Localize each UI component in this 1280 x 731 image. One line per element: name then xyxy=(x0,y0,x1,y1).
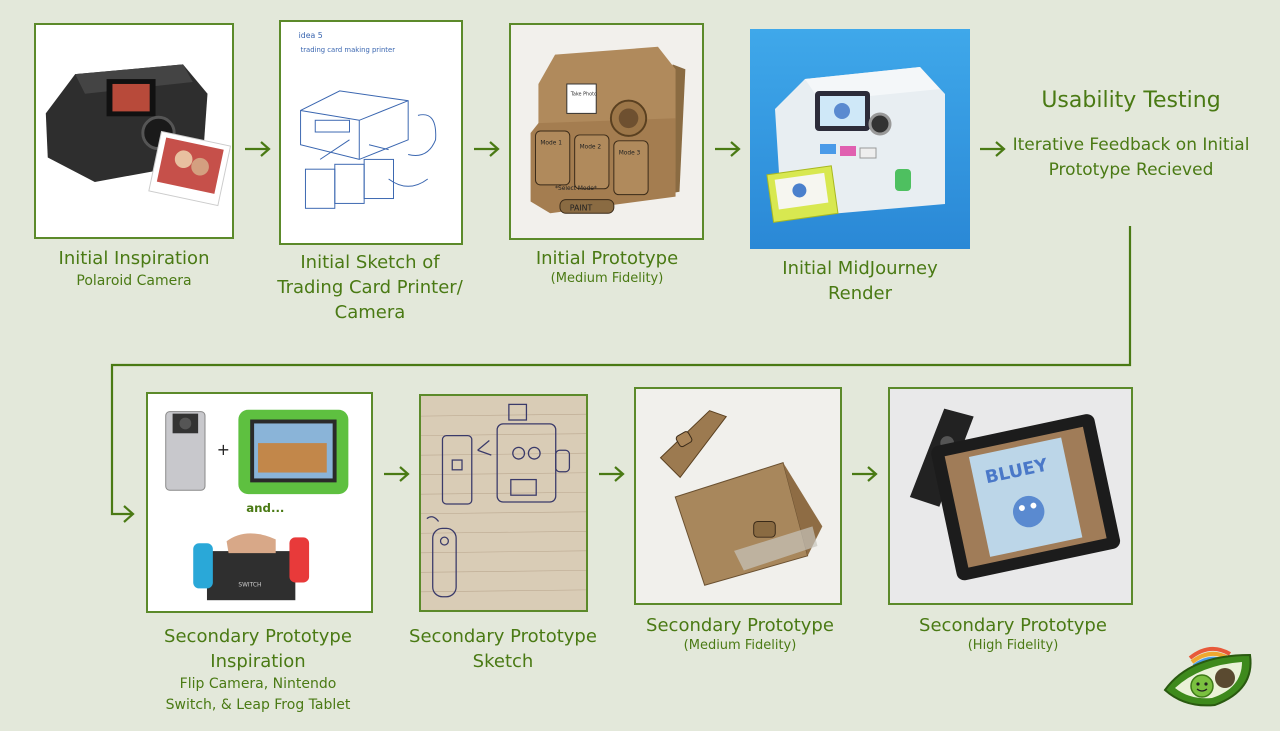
image-polaroid-camera xyxy=(34,23,234,239)
caption-title: Initial MidJourney Render xyxy=(782,258,938,305)
usability-description: Iterative Feedback on Initial Prototype … xyxy=(1012,134,1250,181)
caption-title: Secondary Prototype Inspiration xyxy=(164,626,352,673)
arrow-right-icon xyxy=(599,466,625,482)
arrow-right-icon xyxy=(980,141,1006,157)
image-midjourney-render xyxy=(750,29,970,249)
caption-title: Secondary Prototype xyxy=(646,615,834,636)
caption-subtitle: (Medium Fidelity) xyxy=(550,270,664,286)
inspo-plus-label: + xyxy=(217,440,230,459)
caption-title: Initial Inspiration xyxy=(58,248,210,269)
image-secondary-inspiration: + and... SWITCH xyxy=(146,392,373,613)
proto-select-label: *Select Mode* xyxy=(555,186,597,192)
caption-secondary-prototype-medium: Secondary Prototype (Medium Fidelity) xyxy=(634,615,846,654)
sketch-idea-label: idea 5 xyxy=(299,31,323,40)
caption-initial-inspiration: Initial Inspiration Polaroid Camera xyxy=(34,248,234,291)
caption-title: Initial Prototype xyxy=(535,248,679,269)
proto-take-label: Take Photo xyxy=(570,92,597,98)
caption-initial-sketch: Initial Sketch of Trading Card Printer/ … xyxy=(270,250,470,326)
arrow-right-icon xyxy=(474,141,500,157)
proto-mode1-label: Mode 1 xyxy=(540,141,562,147)
inspo-switch-label: SWITCH xyxy=(238,582,261,588)
caption-subtitle: Flip Camera, Nintendo Switch, & Leap Fro… xyxy=(165,676,351,713)
usability-testing-block: Usability Testing Iterative Feedback on … xyxy=(1010,86,1252,184)
caption-subtitle: (High Fidelity) xyxy=(967,637,1059,653)
arrow-right-icon xyxy=(852,466,878,482)
image-secondary-prototype-medium xyxy=(634,387,842,605)
caption-initial-prototype: Initial Prototype (Medium Fidelity) xyxy=(502,248,712,287)
proto-mode2-label: Mode 2 xyxy=(580,145,602,151)
caption-title: Initial Sketch of Trading Card Printer/ … xyxy=(277,252,463,324)
image-initial-sketch: idea 5 trading card making printer xyxy=(279,20,463,245)
arrow-right-icon xyxy=(245,141,271,157)
inspo-and-label: and... xyxy=(246,501,284,515)
sketch-heading-label: trading card making printer xyxy=(301,46,396,54)
caption-title: Secondary Prototype Sketch xyxy=(409,626,597,673)
caption-title: Secondary Prototype xyxy=(919,615,1107,636)
image-initial-prototype: Take Photo Mode 1 Mode 2 Mode 3 *Select … xyxy=(509,23,704,240)
caption-secondary-inspiration: Secondary Prototype Inspiration Flip Cam… xyxy=(150,624,366,715)
caption-midjourney-render: Initial MidJourney Render xyxy=(770,256,950,306)
caption-subtitle: (Medium Fidelity) xyxy=(683,637,797,653)
usability-title: Usability Testing xyxy=(1041,88,1221,113)
arrow-right-icon xyxy=(384,466,410,482)
proto-paint-label: PAINT xyxy=(570,203,593,212)
caption-secondary-sketch: Secondary Prototype Sketch xyxy=(408,624,598,674)
image-secondary-prototype-high: BLUEY xyxy=(888,387,1133,605)
pea-pod-logo-icon xyxy=(1163,646,1252,707)
arrow-right-icon xyxy=(715,141,741,157)
caption-subtitle: Polaroid Camera xyxy=(76,272,192,289)
proto-mode3-label: Mode 3 xyxy=(619,151,641,157)
caption-secondary-prototype-high: Secondary Prototype (High Fidelity) xyxy=(900,615,1126,654)
image-secondary-sketch xyxy=(419,394,588,612)
